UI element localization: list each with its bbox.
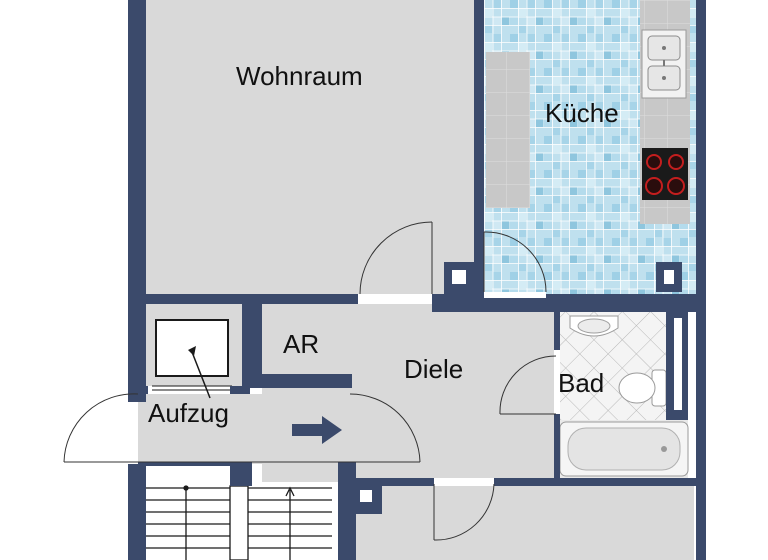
lower-room-floor [356,484,694,560]
kitchen-sink [641,29,687,99]
door-lower-room [433,478,495,541]
bad-window [674,318,682,410]
room-label-diele: Diele [404,354,464,384]
room-label-wohnraum: Wohnraum [236,61,363,91]
kitchen-island [486,52,530,208]
bathtub-icon [559,421,689,477]
walls [128,0,706,560]
stove-icon [642,148,688,200]
toilet-icon [618,369,667,407]
door-wohnraum [358,221,433,304]
entrance-arrow-icon [292,416,342,444]
wohnraum-floor [146,0,474,296]
room-label-aufzug: Aufzug [148,398,229,428]
elevator-icon [152,319,232,399]
staircase [146,485,332,560]
room-label-bad: Bad [558,368,605,398]
room-label-ar: AR [283,329,320,359]
room-label-kueche: Küche [545,98,619,128]
door-kueche [483,231,547,298]
door-bad [499,350,560,415]
door-entrance [63,393,421,464]
washbasin-icon [569,315,619,337]
